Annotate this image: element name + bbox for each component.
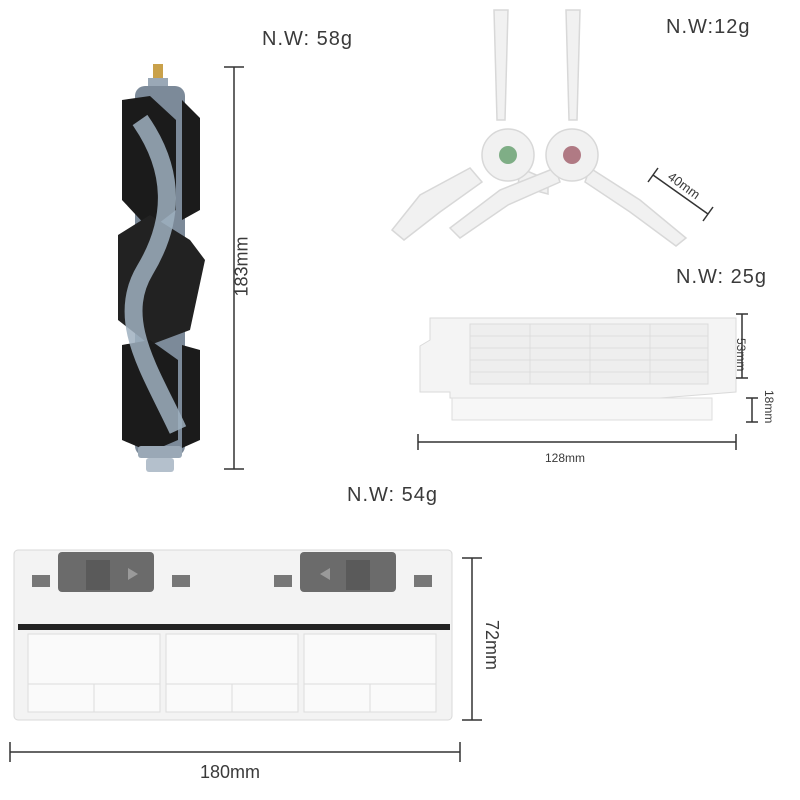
roller-brush-image bbox=[118, 64, 205, 472]
filter-weight: N.W: 25g bbox=[676, 266, 767, 288]
brush-cover-dimensions bbox=[9, 557, 482, 762]
side-brush-weight: N.W:12g bbox=[666, 16, 751, 38]
filter-dimensions bbox=[417, 313, 758, 450]
filter-image bbox=[419, 317, 737, 421]
roller-brush-length-label: 183mm bbox=[231, 236, 252, 297]
roller-brush-length-dimension bbox=[224, 66, 244, 470]
side-brush-arm-dimension bbox=[647, 167, 714, 222]
brush-cover-height-label: 72mm bbox=[482, 620, 502, 671]
brush-cover-image bbox=[13, 549, 453, 721]
roller-brush-weight: N.W: 58g bbox=[262, 28, 353, 50]
brush-cover-width-label: 180mm bbox=[200, 762, 261, 782]
side-brush-image bbox=[390, 9, 688, 247]
filter-height-label: 18mm bbox=[762, 390, 776, 424]
brush-cover-weight: N.W: 54g bbox=[347, 484, 438, 506]
filter-width-label: 128mm bbox=[545, 451, 586, 465]
filter-depth-label: 53mm bbox=[734, 338, 748, 372]
